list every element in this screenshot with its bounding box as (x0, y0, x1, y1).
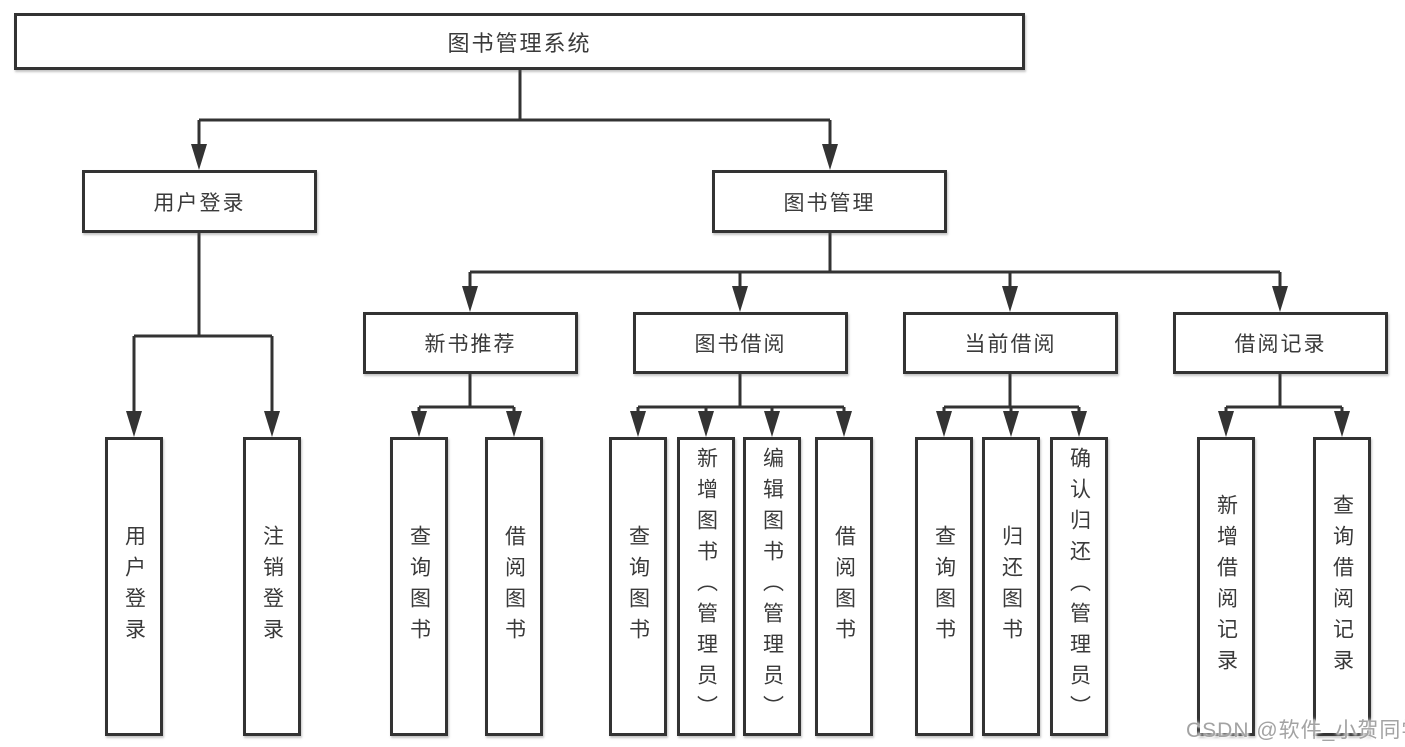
leaf-label: 借阅图书 (502, 524, 526, 649)
leaf-query-borrow-record: 查询借阅记录 (1313, 437, 1371, 736)
leaf-label: 用户登录 (122, 524, 146, 649)
leaf-logout: 注销登录 (243, 437, 301, 736)
node-current-borrowing: 当前借阅 (903, 312, 1118, 374)
node-borrowing-records: 借阅记录 (1173, 312, 1388, 374)
leaf-borrow-books: 借阅图书 (815, 437, 873, 736)
node-library-management-system: 图书管理系统 (14, 13, 1025, 70)
node-book-management: 图书管理 (712, 170, 947, 233)
leaf-label: 查询借阅记录 (1330, 493, 1354, 680)
leaf-add-borrow-record: 新增借阅记录 (1197, 437, 1255, 736)
leaf-return-books: 归还图书 (982, 437, 1040, 736)
leaf-query-books-recommend: 查询图书 (390, 437, 448, 736)
leaf-borrow-books-recommend: 借阅图书 (485, 437, 543, 736)
leaf-label: 确认归还（管理员） (1067, 447, 1091, 726)
leaf-label: 借阅图书 (832, 524, 856, 649)
leaf-label: 查询图书 (407, 524, 431, 649)
leaf-label: 新增图书（管理员） (694, 447, 718, 726)
leaf-label: 注销登录 (260, 524, 284, 649)
leaf-edit-book-admin: 编辑图书（管理员） (743, 437, 801, 736)
leaf-query-books-borrow: 查询图书 (609, 437, 667, 736)
leaf-label: 编辑图书（管理员） (760, 447, 784, 726)
leaf-label: 新增借阅记录 (1214, 493, 1238, 680)
node-user-login: 用户登录 (82, 170, 317, 233)
leaf-user-login: 用户登录 (105, 437, 163, 736)
leaf-confirm-return-admin: 确认归还（管理员） (1050, 437, 1108, 736)
leaf-query-books-current: 查询图书 (915, 437, 973, 736)
leaf-add-book-admin: 新增图书（管理员） (677, 437, 735, 736)
leaf-label: 查询图书 (626, 524, 650, 649)
leaf-label: 查询图书 (932, 524, 956, 649)
leaf-label: 归还图书 (999, 524, 1023, 649)
csdn-watermark: CSDN @软件_小贺同学 (1186, 719, 1405, 742)
node-new-book-recommendation: 新书推荐 (363, 312, 578, 374)
node-book-borrowing: 图书借阅 (633, 312, 848, 374)
